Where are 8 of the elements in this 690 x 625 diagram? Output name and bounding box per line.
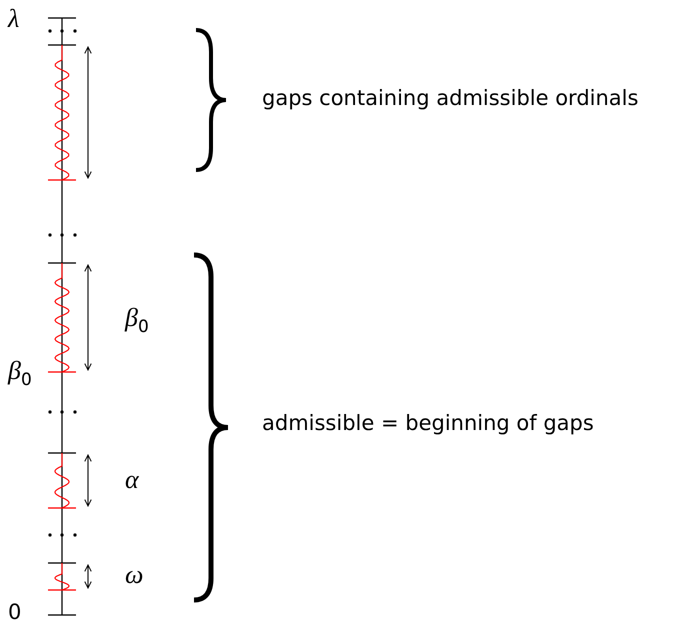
annotation-text: 0: [8, 602, 22, 623]
annotation-text: admissible = beginning of gaps: [262, 413, 594, 434]
math-symbol: ω: [125, 562, 144, 588]
annotation-text: gaps containing admissible ordinals: [262, 88, 638, 109]
math-symbol: β$_{0}$: [8, 358, 32, 390]
math-symbol: β$_{0}$: [125, 305, 149, 336]
math-symbol: λ: [8, 6, 20, 32]
math-symbol: α: [125, 467, 139, 493]
